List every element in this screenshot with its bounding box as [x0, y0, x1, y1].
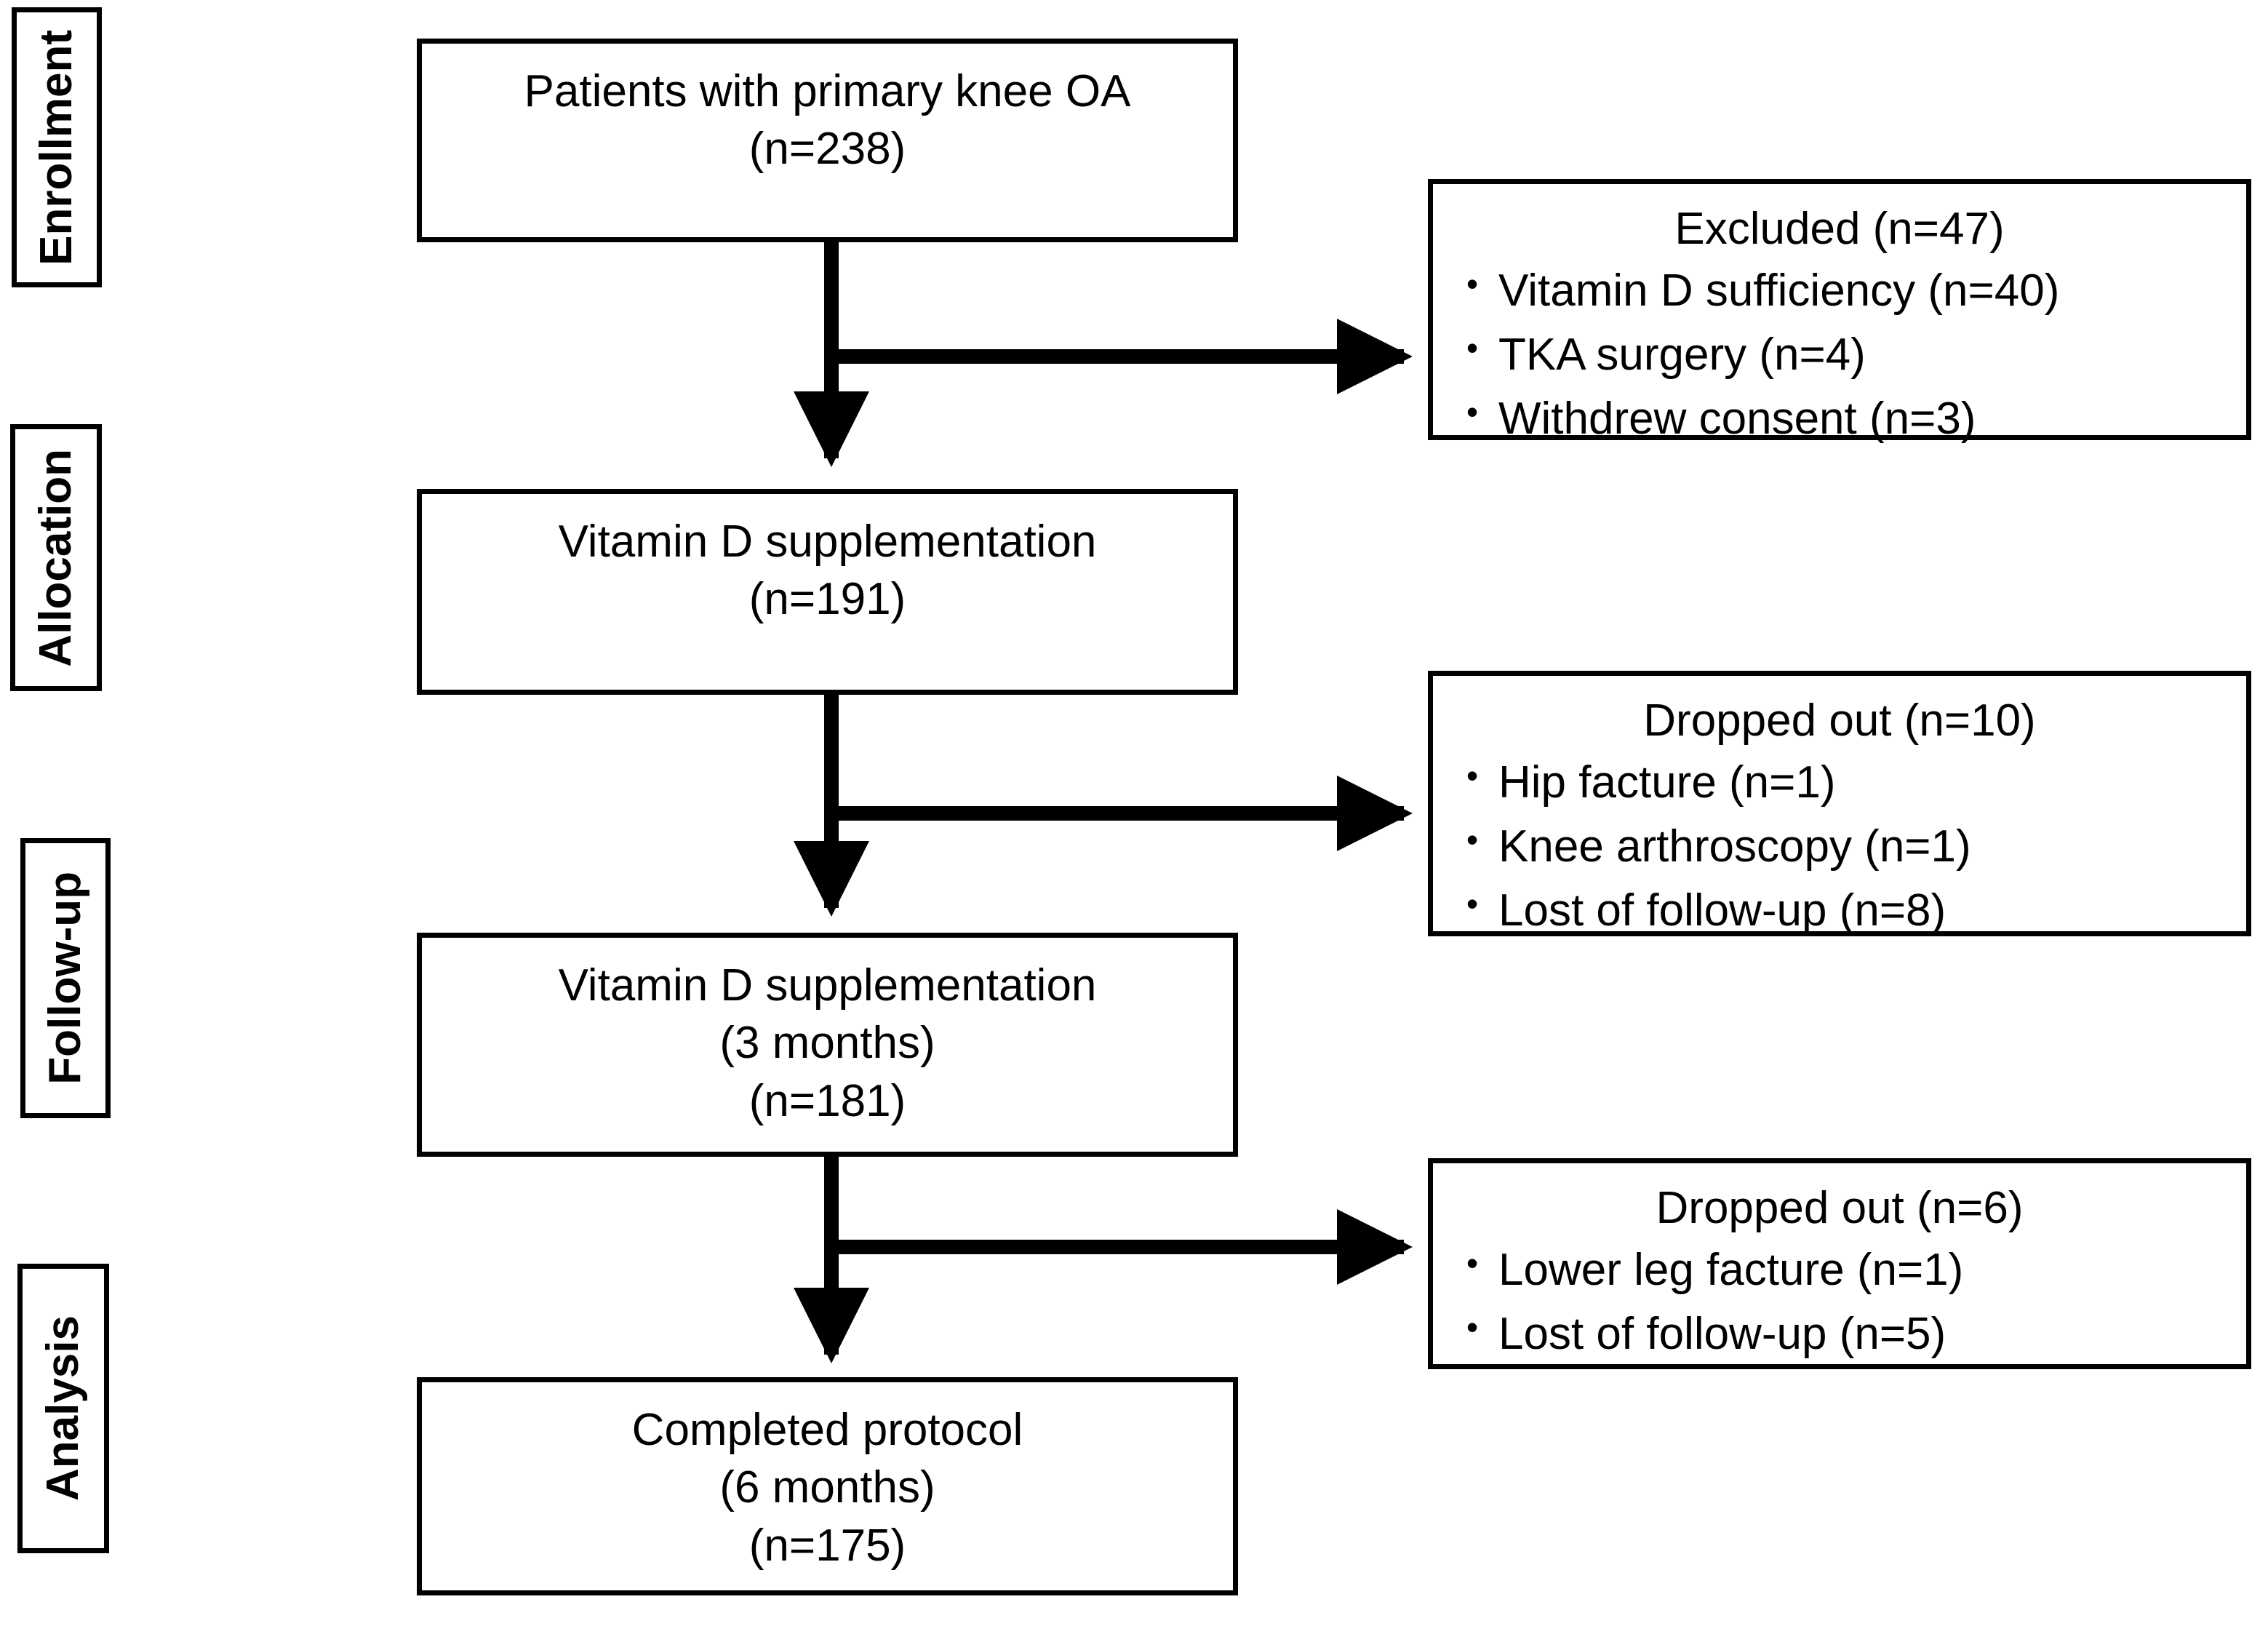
list-item: • Hip facture (n=1) [1433, 751, 2246, 815]
side-box-excluded-list: • Vitamin D sufficiency (n=40) • TKA sur… [1433, 259, 2246, 451]
side-box-dropped-out-1-list: • Hip facture (n=1) • Knee arthroscopy (… [1433, 751, 2246, 943]
flow-box-enrolled-line-2: (n=238) [748, 124, 906, 175]
flow-box-completed-6mo: Completed protocol (6 months) (n=175) [417, 1377, 1238, 1595]
side-box-dropped-out-2: Dropped out (n=6) • Lower leg facture (n… [1428, 1158, 2251, 1369]
list-item: • Withdrew consent (n=3) [1433, 387, 2246, 451]
flow-box-allocated-line-2: (n=191) [748, 574, 906, 625]
list-item-label: Lost of follow-up (n=8) [1498, 885, 1946, 936]
list-item-label: Lower leg facture (n=1) [1498, 1244, 1964, 1295]
side-box-dropped-out-2-title: Dropped out (n=6) [1656, 1183, 2024, 1233]
stage-label-enrollment: Enrollment [31, 29, 81, 266]
stage-box-allocation: Allocation [10, 424, 102, 691]
list-item: • Lower leg facture (n=1) [1433, 1238, 2246, 1302]
bullet-point-icon: • [1466, 1307, 1479, 1346]
stage-label-analysis: Analysis [38, 1315, 88, 1502]
list-item-label: Lost of follow-up (n=5) [1498, 1308, 1946, 1359]
list-item: • Lost of follow-up (n=5) [1433, 1302, 2246, 1366]
side-box-excluded-title: Excluded (n=47) [1674, 204, 2005, 254]
flow-box-followup-3mo-line-3: (n=181) [748, 1075, 906, 1126]
bullet-point-icon: • [1466, 392, 1479, 431]
flow-box-followup-3mo-line-2: (3 months) [719, 1018, 935, 1069]
side-box-excluded: Excluded (n=47) • Vitamin D sufficiency … [1428, 179, 2251, 444]
side-box-dropped-out-1: Dropped out (n=10) • Hip facture (n=1) •… [1428, 671, 2251, 936]
flow-box-followup-3mo: Vitamin D supplementation (3 months) (n=… [417, 933, 1238, 1157]
list-item: • Knee arthroscopy (n=1) [1433, 815, 2246, 879]
flow-box-allocated-line-1: Vitamin D supplementation [558, 517, 1097, 567]
side-box-dropped-out-1-title: Dropped out (n=10) [1643, 696, 2036, 746]
bullet-point-icon: • [1466, 1243, 1479, 1282]
stage-label-followup: Follow-up [40, 872, 90, 1085]
stage-box-analysis: Analysis [17, 1264, 109, 1553]
bullet-point-icon: • [1466, 264, 1479, 303]
flow-box-completed-6mo-line-3: (n=175) [748, 1520, 906, 1571]
flow-box-followup-3mo-line-1: Vitamin D supplementation [558, 960, 1097, 1011]
list-item: • TKA surgery (n=4) [1433, 323, 2246, 387]
list-item-label: Vitamin D sufficiency (n=40) [1498, 265, 2060, 316]
stage-box-followup: Follow-up [20, 838, 111, 1118]
stage-box-enrollment: Enrollment [12, 7, 102, 287]
list-item-label: TKA surgery (n=4) [1498, 329, 1866, 380]
bullet-point-icon: • [1466, 820, 1479, 858]
bullet-point-icon: • [1466, 884, 1479, 922]
stage-label-allocation: Allocation [31, 448, 81, 667]
side-box-dropped-out-2-list: • Lower leg facture (n=1) • Lost of foll… [1433, 1238, 2246, 1366]
list-item-label: Hip facture (n=1) [1498, 757, 1836, 808]
flow-box-enrolled: Patients with primary knee OA (n=238) [417, 39, 1238, 242]
list-item-label: Knee arthroscopy (n=1) [1498, 821, 1971, 872]
bullet-point-icon: • [1466, 328, 1479, 367]
list-item: • Lost of follow-up (n=8) [1433, 879, 2246, 943]
flow-box-enrolled-line-1: Patients with primary knee OA [524, 66, 1131, 116]
bullet-point-icon: • [1466, 756, 1479, 794]
flow-box-allocated: Vitamin D supplementation (n=191) [417, 489, 1238, 695]
list-item: • Vitamin D sufficiency (n=40) [1433, 259, 2246, 323]
list-item-label: Withdrew consent (n=3) [1498, 393, 1976, 444]
flow-box-completed-6mo-line-2: (6 months) [719, 1462, 935, 1513]
flow-box-completed-6mo-line-1: Completed protocol [631, 1405, 1023, 1455]
